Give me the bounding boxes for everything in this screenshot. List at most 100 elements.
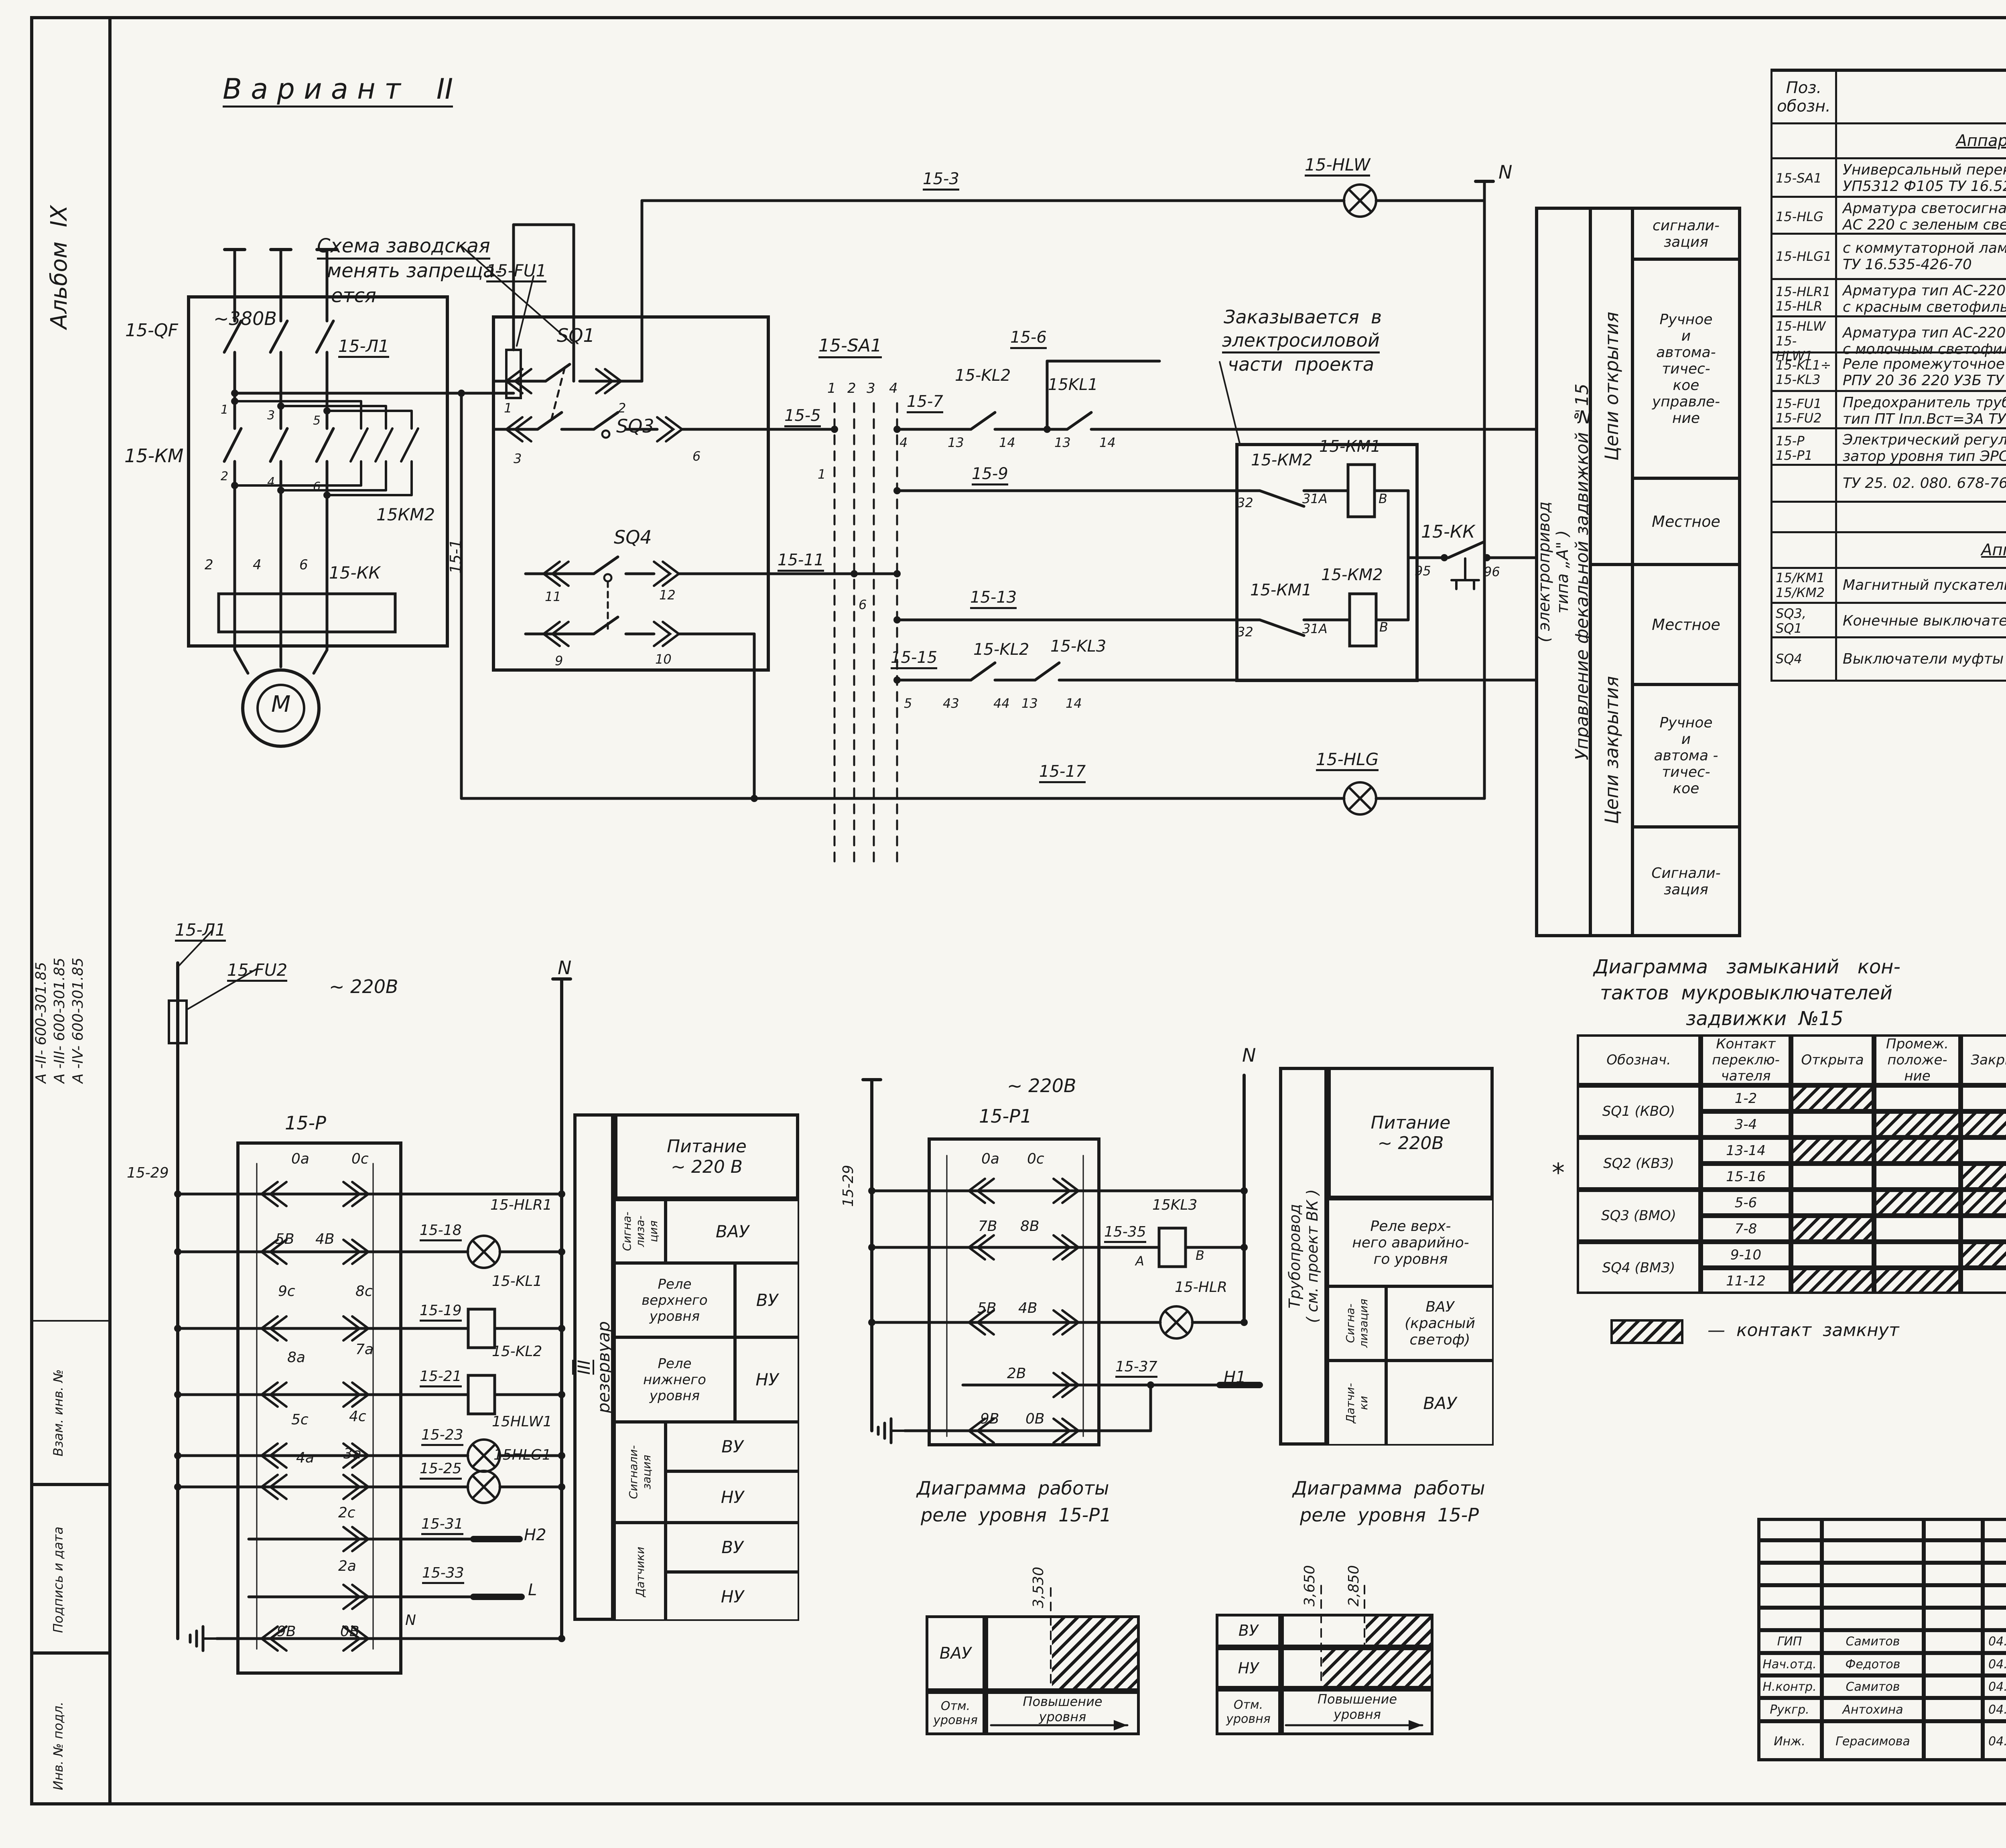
schematic-label: 15-KL3 bbox=[1050, 637, 1107, 656]
component-cell: ТУ 25. 02. 080. 678-76 bbox=[1837, 466, 2006, 501]
schematic-label: Заказывается в bbox=[1224, 306, 1382, 328]
tank-sig2-v2: НУ bbox=[666, 1471, 799, 1523]
schematic-label: 13 bbox=[948, 435, 964, 450]
band-cell-5: Сигнали- зация bbox=[1631, 825, 1741, 937]
titleblock-cell bbox=[1924, 1608, 1983, 1630]
component-cell: 15-HLG1 bbox=[1770, 235, 1837, 278]
schematic-label: 15КМ2 bbox=[376, 505, 435, 524]
titleblock-cell bbox=[1983, 1540, 2006, 1563]
schematic-label: 15-KL2 bbox=[492, 1343, 542, 1360]
level-right-r2: НУ bbox=[1216, 1647, 1281, 1689]
titleblock-cell bbox=[1924, 1585, 1983, 1608]
component-cell: Аппаратура по месту bbox=[1837, 533, 2006, 567]
closure-cell: Обознач. bbox=[1577, 1034, 1701, 1085]
titleblock-cell bbox=[1983, 1608, 2006, 1630]
titleblock-cell: ГИП bbox=[1757, 1630, 1822, 1653]
schematic-label: М bbox=[271, 691, 291, 717]
schematic-label: 0а bbox=[291, 1151, 309, 1167]
component-cell: 15-SA1 bbox=[1770, 159, 1837, 197]
tank-dat-v2: НУ bbox=[666, 1572, 799, 1621]
schematic-label: 31А bbox=[1302, 491, 1328, 506]
schematic-label: 8В bbox=[1020, 1218, 1040, 1235]
schematic-label: части проекта bbox=[1228, 353, 1375, 375]
schematic-label: 9В bbox=[980, 1411, 999, 1427]
schematic-label: 5В bbox=[977, 1300, 997, 1316]
component-cell: Электрический регулятор-сигнали- затор у… bbox=[1837, 429, 2006, 467]
titleblock-cell: Нач.отд. bbox=[1757, 1653, 1822, 1675]
closure-cell bbox=[1874, 1111, 1961, 1137]
schematic-label: — контакт замкнут bbox=[1708, 1320, 1899, 1340]
titleblock-cell bbox=[1924, 1630, 1983, 1653]
tank-nu: НУ bbox=[735, 1337, 799, 1422]
schematic-label: 8с bbox=[355, 1283, 373, 1300]
schematic-label: N bbox=[1242, 1044, 1256, 1066]
schematic-label: 9 bbox=[555, 653, 563, 668]
closure-cell bbox=[1874, 1085, 1961, 1111]
closure-cell: Контакт переклю- чателя bbox=[1701, 1034, 1791, 1085]
schematic-label: ~380В bbox=[213, 308, 277, 329]
closure-cell: SQ3 (ВМО) bbox=[1577, 1190, 1701, 1242]
schematic-label: ~ 220В bbox=[1007, 1075, 1076, 1097]
closure-cell bbox=[1961, 1190, 2006, 1216]
schematic-label: 15-KL1 bbox=[492, 1273, 542, 1290]
schematic-label: 15-11 bbox=[778, 551, 824, 572]
schematic-label: Альбом IX bbox=[46, 205, 72, 329]
schematic-label: 15-Р1 bbox=[979, 1105, 1032, 1127]
closure-cell bbox=[1961, 1085, 2006, 1111]
schematic-label: 3а bbox=[343, 1446, 361, 1462]
schematic-label: 14 bbox=[1099, 435, 1116, 450]
schematic-label: В bbox=[1196, 1248, 1204, 1263]
titleblock-cell bbox=[1924, 1653, 1983, 1675]
component-cell: SQ3, SQ1 bbox=[1770, 604, 1837, 638]
schematic-label: 15-КМ bbox=[124, 445, 184, 467]
titleblock-cell: 04.84 bbox=[1983, 1653, 2006, 1675]
schematic-label: 2 bbox=[847, 380, 856, 396]
component-cell: Арматура тип АС-220 с красным светофильт… bbox=[1837, 280, 2006, 318]
closure-cell bbox=[1961, 1268, 2006, 1294]
schematic-label: 3 bbox=[514, 451, 522, 466]
schematic-label: А -II- 600-301.85 bbox=[33, 962, 49, 1083]
schematic-label: 10 bbox=[655, 652, 672, 667]
schematic-label: 6 bbox=[313, 480, 321, 494]
schematic-label: 3 bbox=[267, 408, 275, 422]
band-open-cell: Цепи открытия bbox=[1589, 207, 1634, 566]
schematic-label: 15-3 bbox=[923, 170, 959, 191]
closure-cell: Промеж. положе- ние bbox=[1874, 1034, 1961, 1085]
schematic-label: 15HLG1 bbox=[493, 1447, 551, 1463]
schematic-label: 5 bbox=[313, 414, 321, 428]
schematic-label: 15-1 bbox=[447, 539, 465, 574]
closure-cell bbox=[1791, 1085, 1874, 1111]
component-cell: Арматура тип АС-220 с молочным светофиль… bbox=[1837, 317, 2006, 365]
schematic-label: 15-17 bbox=[1039, 763, 1086, 784]
schematic-label: ется bbox=[331, 284, 376, 307]
titleblock-cell bbox=[1924, 1563, 1983, 1585]
schematic-label: Взам. инв. № bbox=[51, 1369, 66, 1456]
band-cell-4: Ручное и автома - тичес- кое bbox=[1631, 683, 1741, 829]
closure-cell bbox=[1961, 1242, 2006, 1268]
level-right-f1 bbox=[1281, 1614, 1433, 1647]
schematic-label: Подпись и дата bbox=[51, 1526, 66, 1633]
schematic-label: 15-КМ1 bbox=[1250, 581, 1312, 599]
schematic-label: 43 bbox=[943, 696, 959, 711]
schematic-label: 15-HLR1 bbox=[490, 1197, 552, 1213]
schematic-label: 15-23 bbox=[421, 1427, 463, 1446]
schematic-label: 15-19 bbox=[420, 1303, 462, 1322]
titleblock-cell bbox=[1757, 1563, 1822, 1585]
schematic-label: 12 bbox=[659, 587, 676, 603]
schematic-label: 4В bbox=[1018, 1300, 1038, 1316]
component-cell: 15-FU1 15-FU2 bbox=[1770, 392, 1837, 430]
schematic-label: 3,530 bbox=[1030, 1566, 1047, 1608]
schematic-label: 6 bbox=[859, 597, 867, 612]
schematic-label: 15-25 bbox=[420, 1461, 462, 1480]
closure-cell bbox=[1874, 1164, 1961, 1190]
pipe-r2: Реле верх- него аварийно- го уровня bbox=[1328, 1199, 1494, 1286]
closure-cell: SQ4 (ВМЗ) bbox=[1577, 1242, 1701, 1294]
schematic-label: * bbox=[1552, 1158, 1565, 1188]
titleblock-cell bbox=[1822, 1563, 1924, 1585]
level-left-trend: Повышение уровня bbox=[985, 1691, 1140, 1735]
pipe-outer-cell: Трубопровод ( см. проект ВК ) bbox=[1279, 1067, 1328, 1446]
schematic-label: 9В bbox=[277, 1623, 296, 1640]
schematic-label: 15-29 bbox=[127, 1165, 169, 1181]
band-cell-1: Ручное и автома- тичес- кое управле- ние bbox=[1631, 258, 1741, 480]
